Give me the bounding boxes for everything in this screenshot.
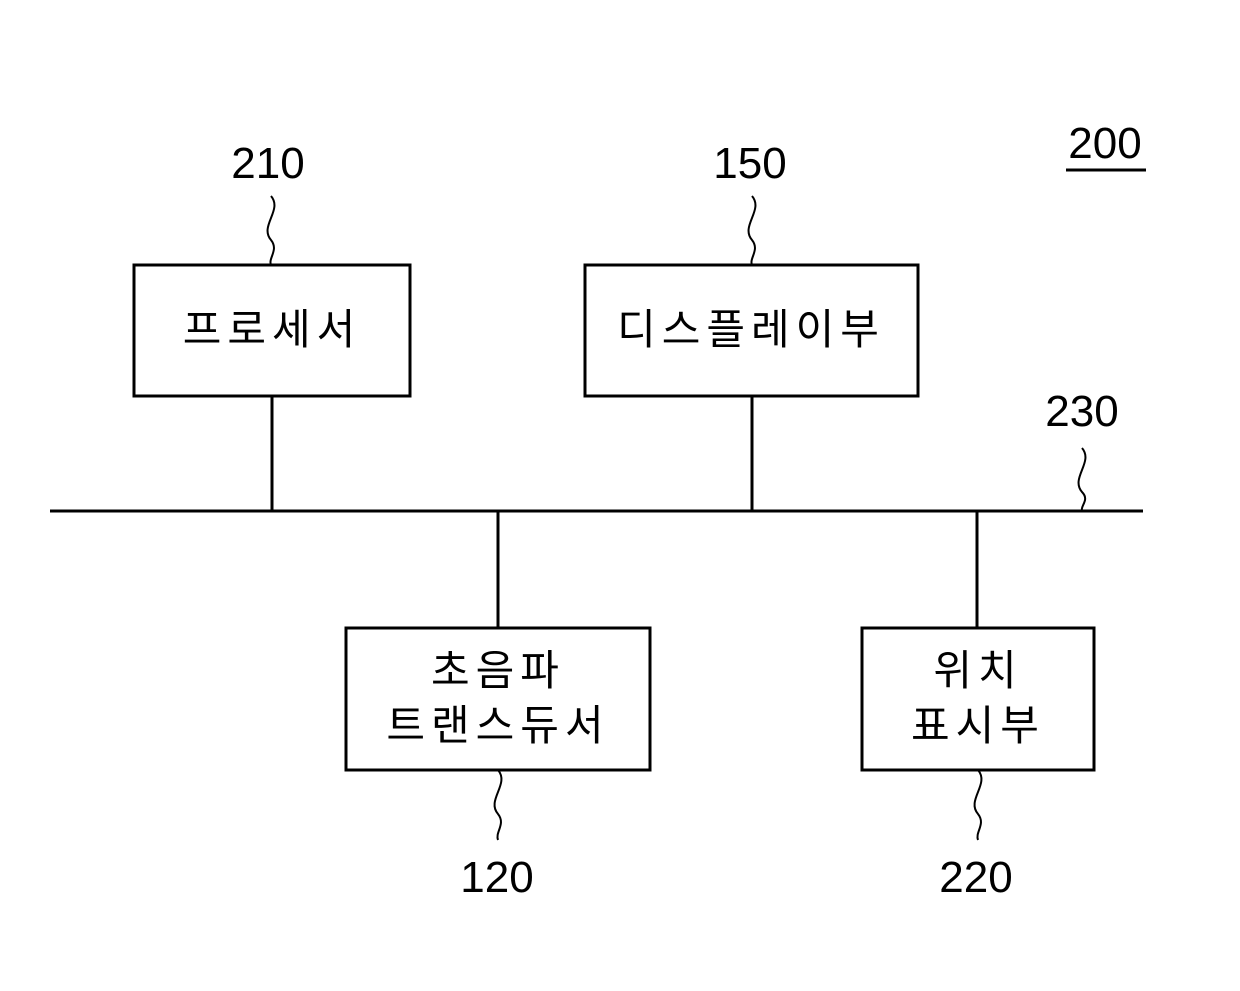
transducer-ref: 120 — [460, 853, 533, 902]
bus-ref: 230 — [1045, 387, 1118, 436]
bus-leader-line — [1079, 448, 1086, 511]
position-indicator-label-line-2: 표시부 — [911, 701, 1045, 750]
display-block: 150 디스플레이부 — [585, 139, 918, 511]
transducer-label-line-2: 트랜스듀서 — [386, 701, 609, 750]
processor-ref: 210 — [231, 139, 304, 188]
position-indicator-leader-line — [975, 770, 982, 840]
processor-leader-line — [268, 196, 275, 265]
transducer-leader-line — [495, 770, 502, 840]
transducer-block: 초음파 트랜스듀서 120 — [346, 511, 650, 902]
position-indicator-ref: 220 — [939, 853, 1012, 902]
position-indicator-label-line-1: 위치 — [933, 646, 1022, 695]
display-label: 디스플레이부 — [617, 305, 885, 354]
transducer-label-line-1: 초음파 — [431, 646, 565, 695]
figure-ref: 200 — [1068, 119, 1141, 168]
processor-label: 프로세서 — [183, 305, 362, 354]
position-indicator-block: 위치 표시부 220 — [862, 511, 1094, 902]
display-ref: 150 — [713, 139, 786, 188]
processor-block: 210 프로세서 — [134, 139, 410, 511]
display-leader-line — [749, 196, 756, 265]
